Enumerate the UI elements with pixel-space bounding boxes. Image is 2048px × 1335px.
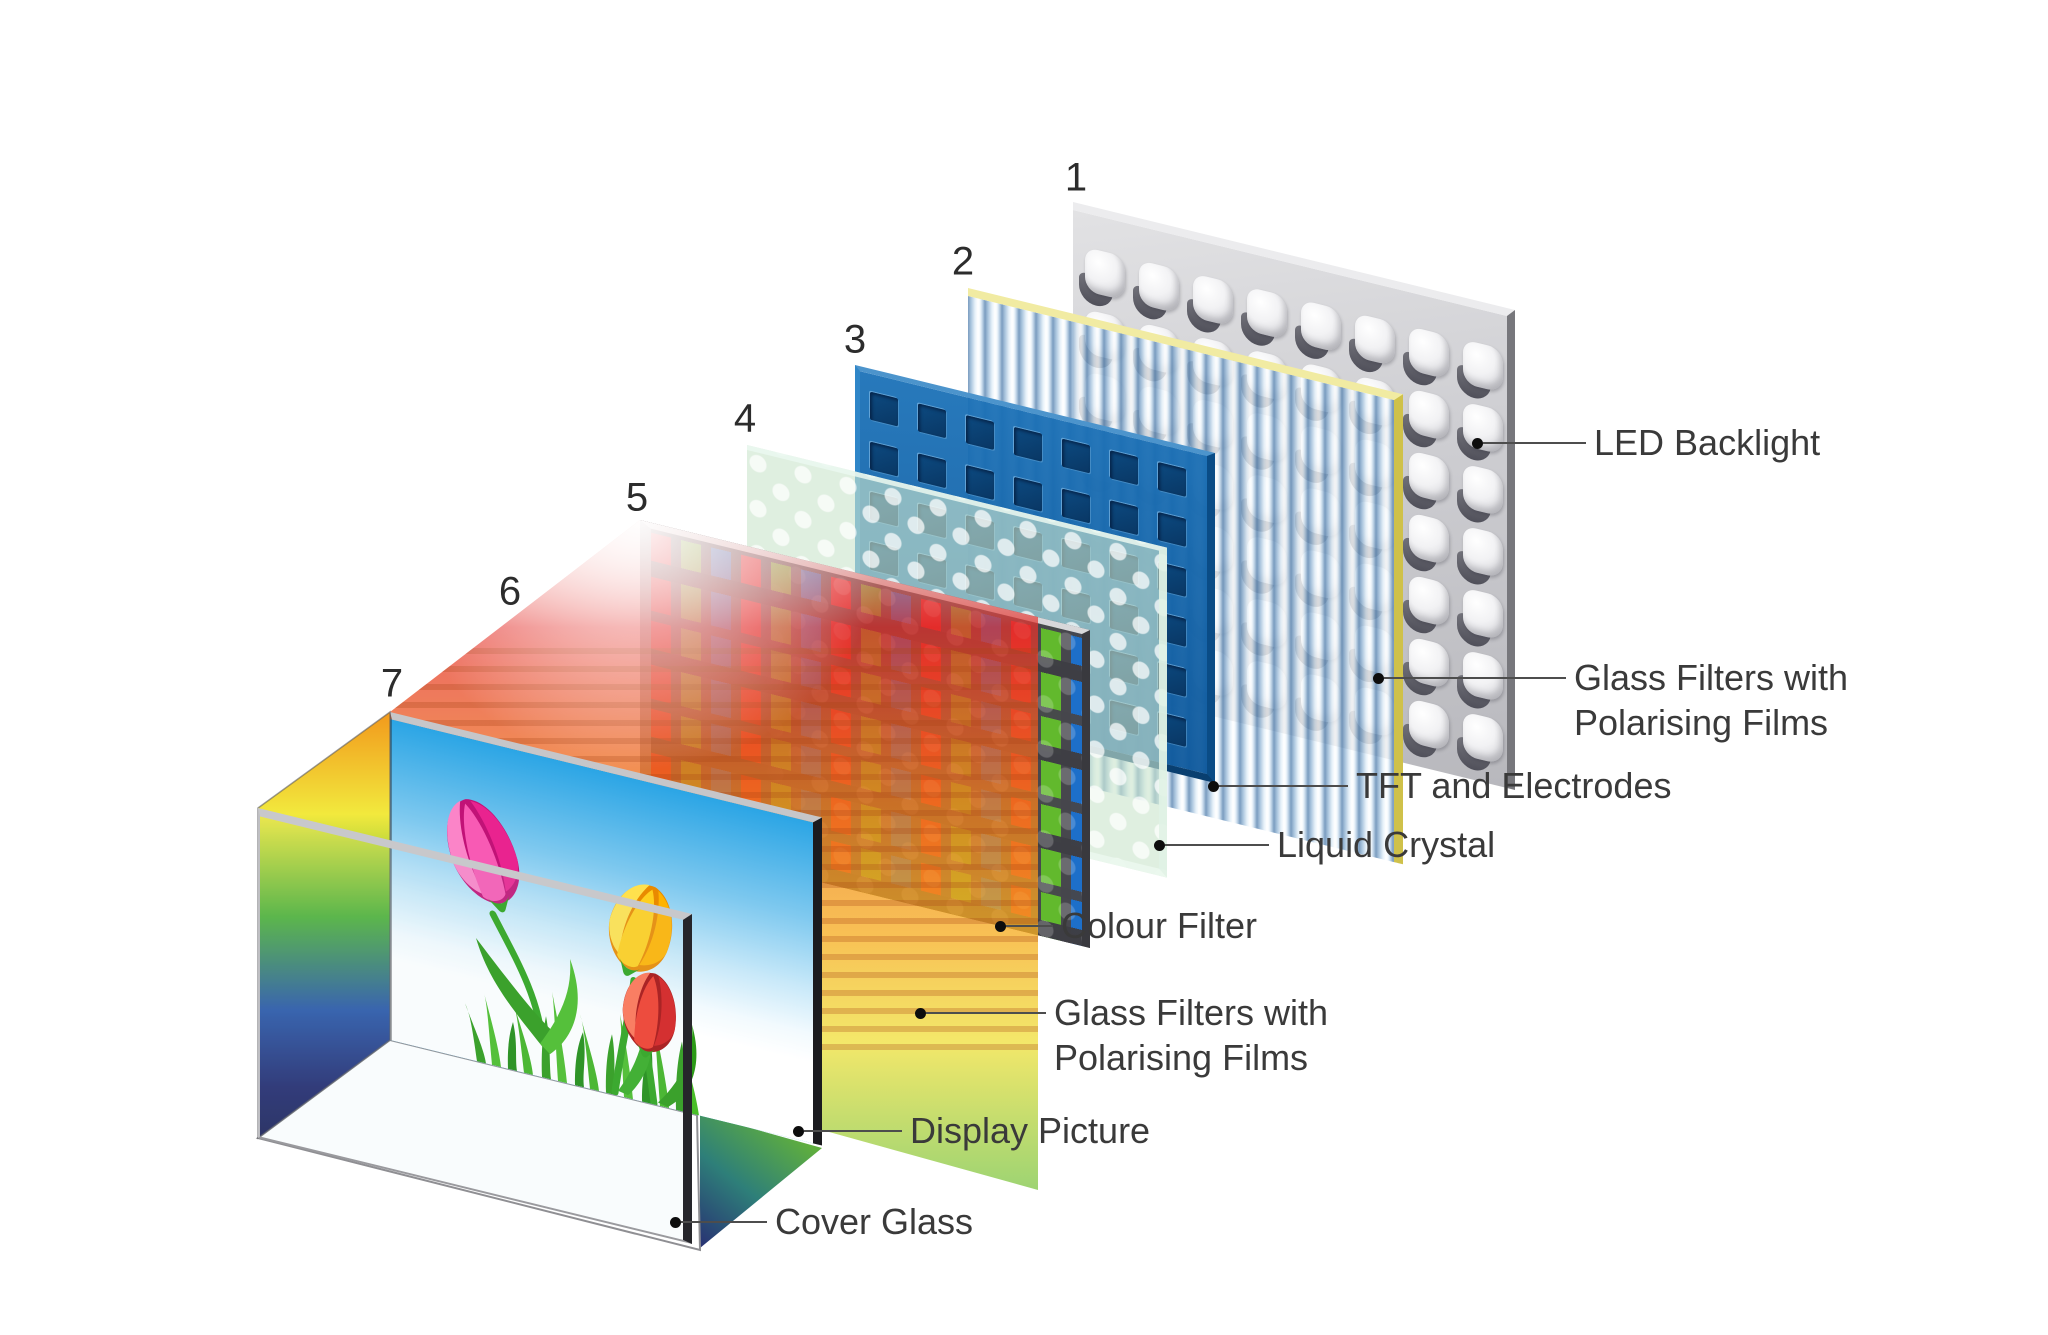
- leader-dot: [1154, 840, 1165, 851]
- tulip-yellow: [608, 884, 673, 976]
- leader-dot: [1373, 673, 1384, 684]
- tulip-red: [622, 972, 676, 1058]
- label-line: Colour Filter: [1061, 905, 1258, 946]
- label-line: Cover Glass: [775, 1201, 974, 1242]
- layer-number-6: 6: [498, 569, 522, 614]
- layer-number-7: 7: [380, 661, 404, 706]
- label-line: Liquid Crystal: [1277, 824, 1496, 865]
- leader-dot: [1208, 781, 1219, 792]
- layer-number-3: 3: [843, 317, 867, 362]
- layer-number-1: 1: [1064, 155, 1088, 200]
- layer-number-2: 2: [951, 239, 975, 284]
- leader-line: [1006, 925, 1053, 927]
- rainbow-side-face: [257, 710, 391, 1140]
- glass-box-inner-side-face: [700, 1114, 822, 1248]
- label-line: Display Picture: [910, 1110, 1151, 1151]
- layer-number-4: 4: [733, 396, 757, 441]
- leader-line: [804, 1130, 902, 1132]
- display-picture-illustration: [447, 799, 699, 1116]
- label-text-colour-filter: Colour Filter: [1061, 903, 1257, 948]
- leader-dot: [1472, 438, 1483, 449]
- label-text-liquid-crystal: Liquid Crystal: [1277, 822, 1495, 867]
- leader-line: [681, 1221, 767, 1223]
- tulip-pink: [447, 799, 520, 913]
- leader-line: [926, 1012, 1046, 1014]
- label-line: Glass Filters with: [1574, 657, 1849, 698]
- leader-dot: [793, 1126, 804, 1137]
- label-text-tft-electrodes: TFT and Electrodes: [1356, 763, 1671, 808]
- leader-line: [1219, 785, 1348, 787]
- leader-dot: [995, 921, 1006, 932]
- leader-dot: [915, 1008, 926, 1019]
- leader-line: [1384, 677, 1566, 679]
- layer-7-display-picture: [390, 712, 822, 1146]
- label-text-display-picture: Display Picture: [910, 1108, 1150, 1153]
- tulip-leaves: [476, 938, 697, 1107]
- label-text-led-backlight: LED Backlight: [1594, 420, 1820, 465]
- label-line: LED Backlight: [1594, 422, 1821, 463]
- label-line: Polarising Films: [1574, 702, 1829, 743]
- label-line: TFT and Electrodes: [1356, 765, 1672, 806]
- label-line: Glass Filters with: [1054, 992, 1329, 1033]
- leader-dot: [670, 1217, 681, 1228]
- leader-line: [1165, 844, 1269, 846]
- layer-number-5: 5: [625, 475, 649, 520]
- leader-line: [1483, 442, 1586, 444]
- label-text-cover-glass: Cover Glass: [775, 1199, 973, 1244]
- label-line: Polarising Films: [1054, 1037, 1309, 1078]
